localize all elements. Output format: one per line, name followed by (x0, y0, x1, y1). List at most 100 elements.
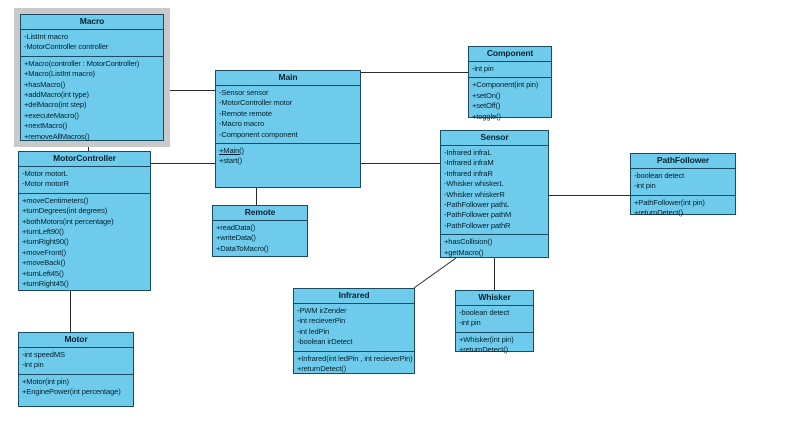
connector-main-remote (256, 188, 257, 205)
connector-main-sensor (361, 163, 440, 164)
class-attribute: -PathFollower pathL (444, 200, 510, 210)
class-title-sensor: Sensor (441, 131, 548, 146)
class-attributes-component: -int pin (469, 62, 551, 79)
class-attribute: -Motor motorL (22, 169, 68, 178)
class-box-infrared[interactable]: Infrared -PWM irZender -int recieverPin … (293, 288, 415, 374)
class-methods-main: +Main() +start() (216, 144, 360, 170)
class-attribute: -PathFollower pathM (444, 210, 512, 220)
class-methods-pathfollower: +PathFollower(int pin) +returnDetect() (631, 196, 735, 222)
connector-motorcontroller-main (151, 163, 215, 164)
class-attribute: -int recieverPin (297, 316, 346, 326)
class-box-whisker[interactable]: Whisker -boolean detect -int pin +Whiske… (455, 290, 534, 354)
class-method: +moveFront() (22, 247, 66, 257)
class-methods-sensor: +hasCollision() +getMacro() (441, 235, 548, 261)
connector-motorcontroller-motor (70, 291, 71, 332)
connector-sensor-whisker (494, 258, 495, 290)
class-method: +getMacro() (444, 247, 484, 257)
class-method: +returnDetect() (459, 345, 509, 355)
class-method: +turnLeft45() (22, 268, 64, 278)
class-attribute: -Whisker whiskerR (444, 189, 505, 199)
connector-main-component (361, 72, 468, 73)
class-box-remote[interactable]: Remote +readData() +writeData() +DataToM… (212, 205, 308, 257)
class-attribute: -Macro macro (219, 119, 265, 129)
connector-macro-main (164, 90, 215, 91)
class-attributes-whisker: -boolean detect -int pin (456, 306, 533, 333)
class-box-macro[interactable]: Macro -ListInt macro -MotorController co… (14, 8, 170, 147)
class-attribute: -MotorController motor (219, 98, 293, 108)
connector-macro-motorcontroller (88, 141, 89, 151)
class-box-pathfollower[interactable]: PathFollower -boolean detect -int pin +P… (630, 153, 736, 217)
class-methods-whisker: +Whisker(int pin) +returnDetect() (456, 333, 533, 359)
class-attribute: -int speedMS (22, 350, 65, 359)
class-method: +nextMacro() (24, 121, 68, 131)
class-title-pathfollower: PathFollower (631, 154, 735, 169)
class-method: +Infrared(int ledPin , int recieverPin) (297, 353, 413, 363)
class-method: +setOff() (472, 101, 501, 111)
class-title-motor: Motor (19, 333, 133, 348)
class-attribute: -ListInt macro (24, 32, 68, 41)
class-method: +delMacro(int step) (24, 100, 87, 110)
class-method: +turnRight45() (22, 279, 69, 289)
class-method: +Component(int pin) (472, 80, 539, 90)
class-attribute: -int pin (22, 360, 44, 370)
class-method: +PathFollower(int pin) (634, 197, 705, 207)
class-method: +removeAllMacros() (24, 131, 90, 141)
class-title-whisker: Whisker (456, 291, 533, 306)
class-method: +turnRight90() (22, 237, 69, 247)
class-title-motorcontroller: MotorController (19, 152, 150, 167)
class-method: +readData() (216, 223, 256, 232)
class-method: +moveCentimeters() (22, 195, 89, 205)
class-method: +Whisker(int pin) (459, 334, 514, 344)
class-method: +Macro(ListInt macro) (24, 69, 95, 79)
class-box-motorcontroller[interactable]: MotorController -Motor motorL -Motor mot… (18, 151, 151, 291)
class-attributes-sensor: -Infrared infraL -Infrared infraM -Infra… (441, 146, 548, 236)
class-methods-macro: +Macro(controller : MotorController) +Ma… (21, 57, 163, 145)
class-attributes-main: -Sensor sensor -MotorController motor -R… (216, 86, 360, 145)
class-title-remote: Remote (213, 206, 307, 221)
class-methods-infrared: +Infrared(int ledPin , int recieverPin) … (294, 352, 414, 378)
class-method: +Motor(int pin) (22, 376, 69, 386)
class-box-main[interactable]: Main -Sensor sensor -MotorController mot… (215, 70, 361, 188)
class-method: +returnDetect() (297, 364, 347, 374)
class-attributes-pathfollower: -boolean detect -int pin (631, 169, 735, 196)
class-attribute: -int ledPin (297, 326, 330, 336)
class-method: +Main() (219, 146, 244, 156)
class-attribute: -Remote remote (219, 108, 272, 118)
class-attribute: -Component component (219, 129, 298, 139)
class-attribute: -int pin (472, 64, 494, 73)
class-attributes-motor: -int speedMS -int pin (19, 348, 133, 375)
class-title-infrared: Infrared (294, 289, 414, 304)
class-method: +hasMacro() (24, 79, 66, 89)
class-attribute: -Whisker whiskerL (444, 179, 504, 189)
class-method: +returnDetect() (634, 208, 684, 218)
class-title-main: Main (216, 71, 360, 86)
class-attribute: -boolean detect (634, 171, 685, 180)
class-attribute: -int pin (459, 318, 481, 328)
class-method: +addMacro(int type) (24, 90, 89, 100)
class-box-motor[interactable]: Motor -int speedMS -int pin +Motor(int p… (18, 332, 134, 407)
class-method: +DataToMacro() (216, 243, 269, 253)
class-attribute: -Sensor sensor (219, 88, 269, 97)
class-methods-component: +Component(int pin) +setOn() +setOff() +… (469, 78, 551, 125)
class-box-component[interactable]: Component -int pin +Component(int pin) +… (468, 46, 552, 121)
class-attribute: -int pin (634, 181, 656, 191)
class-method: +bothMotors(int percentage) (22, 216, 114, 226)
class-method: +start() (219, 156, 243, 166)
class-box-sensor[interactable]: Sensor -Infrared infraL -Infrared infraM… (440, 130, 549, 258)
class-method: +toggle() (472, 111, 501, 121)
class-method: +setOn() (472, 90, 501, 100)
class-attribute: -PWM irZender (297, 306, 347, 315)
class-method: +turnLeft90() (22, 227, 64, 237)
class-attribute: -Infrared infraR (444, 168, 493, 178)
class-title-component: Component (469, 47, 551, 62)
class-attribute: -Motor motorR (22, 179, 69, 189)
class-attribute: -MotorController controller (24, 42, 109, 52)
class-method: +hasCollision() (444, 237, 493, 247)
class-methods-remote: +readData() +writeData() +DataToMacro() (213, 221, 307, 257)
class-method: +Macro(controller : MotorController) (24, 58, 140, 68)
class-attribute: -boolean irDetect (297, 337, 353, 347)
class-method: +moveBack() (22, 258, 66, 268)
class-method: +EnginePower(int percentage) (22, 387, 121, 397)
